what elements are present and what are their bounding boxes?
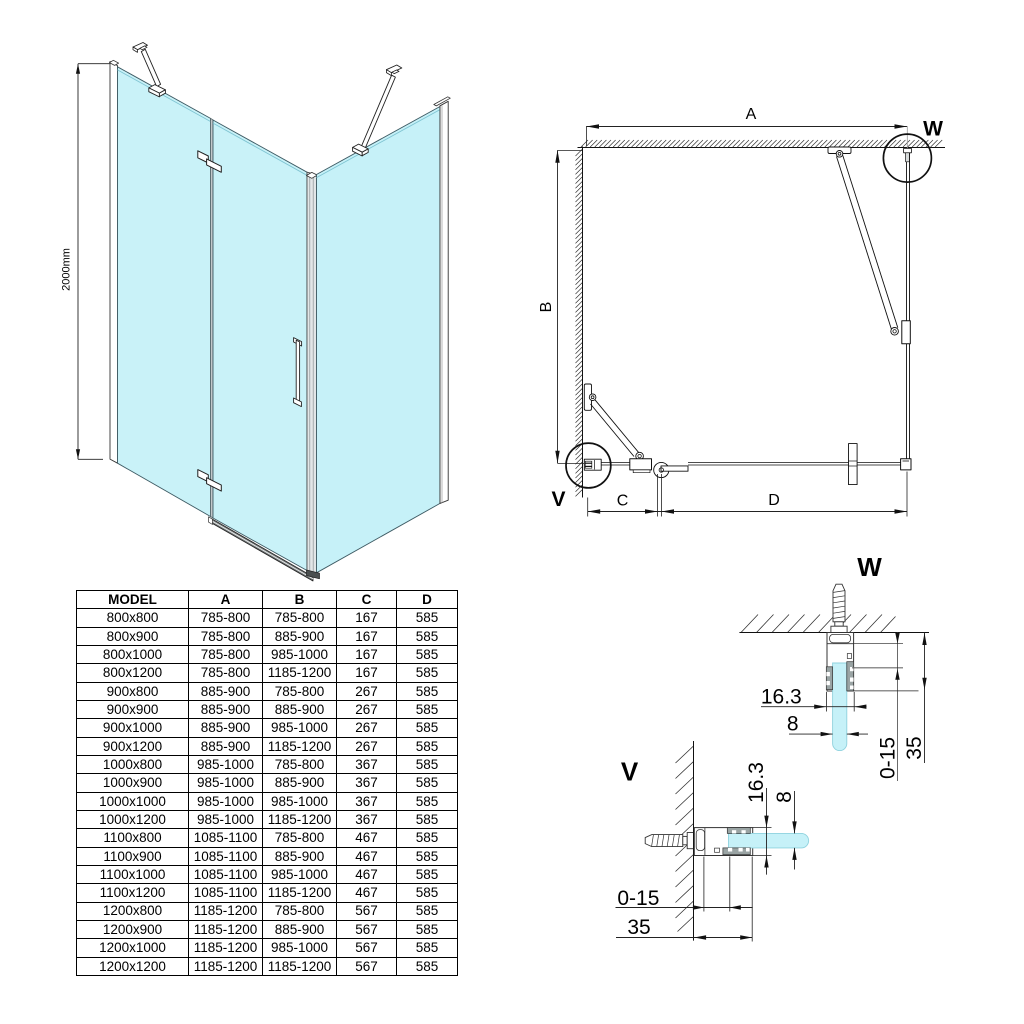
svg-text:35: 35	[903, 736, 926, 759]
svg-text:V: V	[621, 757, 639, 787]
svg-text:2000mm: 2000mm	[60, 248, 72, 291]
svg-text:A: A	[746, 106, 757, 123]
svg-text:B: B	[538, 302, 555, 313]
svg-text:W: W	[923, 118, 943, 141]
svg-text:16.3: 16.3	[745, 762, 768, 803]
svg-text:8: 8	[787, 713, 799, 736]
svg-text:35: 35	[627, 916, 650, 939]
svg-text:V: V	[551, 488, 565, 511]
svg-text:C: C	[617, 493, 629, 510]
svg-text:8: 8	[773, 791, 796, 803]
svg-text:16.3: 16.3	[761, 686, 802, 709]
svg-text:0-15: 0-15	[877, 737, 900, 779]
svg-text:D: D	[768, 492, 780, 509]
svg-text:W: W	[857, 552, 882, 582]
svg-text:0-15: 0-15	[617, 887, 659, 910]
